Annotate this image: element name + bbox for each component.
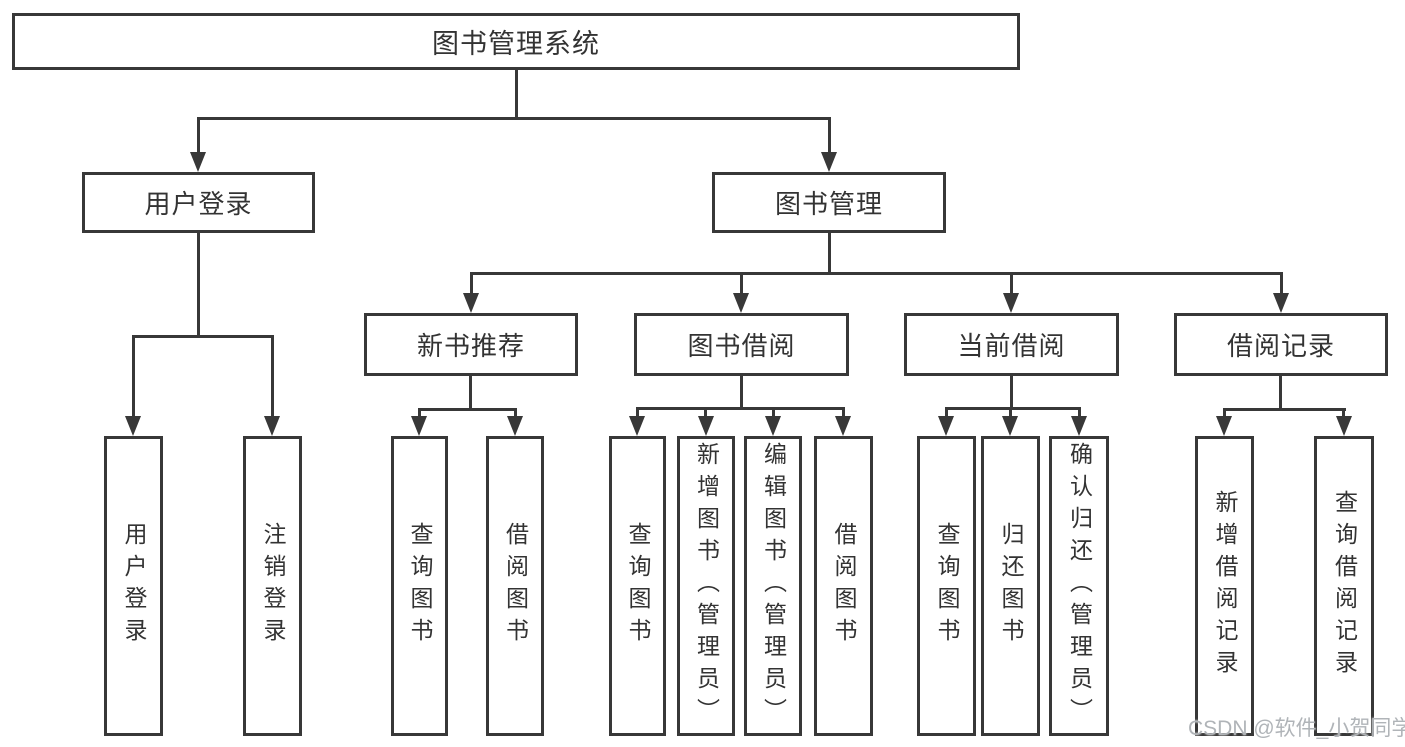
node-book-management: 图书管理 xyxy=(712,172,946,233)
connector-line-v xyxy=(704,407,707,418)
connector-line-h xyxy=(945,407,1081,410)
connector-line-v xyxy=(636,407,639,418)
node-user-login-label: 用户登录 xyxy=(144,189,253,219)
node-library-system: 图书管理系统 xyxy=(12,13,1020,70)
connector-line-v xyxy=(740,272,743,294)
connector-line-v xyxy=(1009,407,1012,418)
arrowhead-down xyxy=(835,416,851,436)
arrowhead-down xyxy=(1216,416,1232,436)
leaf-query-books-borrow: 查询图书 xyxy=(609,436,666,736)
arrowhead-down xyxy=(1002,416,1018,436)
connector-line-h xyxy=(1223,408,1346,411)
arrowhead-down xyxy=(1336,416,1352,436)
leaf-add-book-admin: 新增图书（管理员） xyxy=(677,436,735,736)
csdn-watermark: CSDN @软件_小贺同学 xyxy=(1188,717,1405,740)
connector-line-v xyxy=(1078,407,1081,418)
arrowhead-down xyxy=(264,416,280,436)
arrowhead-down xyxy=(125,416,141,436)
connector-line-v xyxy=(1010,272,1013,294)
connector-line-v xyxy=(469,376,472,408)
leaf-query-borrow-record-label: 查询借阅记录 xyxy=(1331,490,1358,682)
leaf-query-books-current: 查询图书 xyxy=(917,436,976,736)
arrowhead-down xyxy=(463,293,479,313)
connector-line-v xyxy=(1010,376,1013,407)
connector-line-h xyxy=(132,335,274,338)
node-book-borrow-label: 图书借阅 xyxy=(687,331,796,361)
arrowhead-down xyxy=(765,416,781,436)
leaf-add-borrow-record-label: 新增借阅记录 xyxy=(1212,490,1238,682)
arrowhead-down xyxy=(629,416,645,436)
connector-line-v xyxy=(842,407,845,418)
leaf-query-borrow-record: 查询借阅记录 xyxy=(1314,436,1374,736)
leaf-add-book-admin-label: 新增图书（管理员） xyxy=(693,442,720,730)
leaf-confirm-return-admin-label: 确认归还（管理员） xyxy=(1066,442,1093,730)
leaf-user-login: 用户登录 xyxy=(104,436,163,736)
connector-line-v xyxy=(1280,272,1283,294)
node-user-login: 用户登录 xyxy=(82,172,315,233)
leaf-query-books-recommend: 查询图书 xyxy=(391,436,448,736)
leaf-query-books-recommend-label: 查询图书 xyxy=(407,522,433,650)
leaf-borrow-books-recommend-label: 借阅图书 xyxy=(502,522,529,650)
leaf-borrow-books-recommend: 借阅图书 xyxy=(486,436,544,736)
arrowhead-down xyxy=(1003,293,1019,313)
leaf-return-book: 归还图书 xyxy=(981,436,1040,736)
arrowhead-down xyxy=(190,152,206,172)
leaf-logout: 注销登录 xyxy=(243,436,302,736)
connector-line-v xyxy=(515,68,518,117)
leaf-confirm-return-admin: 确认归还（管理员） xyxy=(1049,436,1109,736)
leaf-edit-book-admin: 编辑图书（管理员） xyxy=(744,436,802,736)
node-current-borrow-label: 当前借阅 xyxy=(957,331,1066,361)
node-book-management-label: 图书管理 xyxy=(774,189,883,219)
connector-line-v xyxy=(828,117,831,153)
arrowhead-down xyxy=(1273,293,1289,313)
connector-line-v xyxy=(418,408,421,418)
leaf-query-books-borrow-label: 查询图书 xyxy=(625,522,651,650)
node-new-book-recommend-label: 新书推荐 xyxy=(416,331,525,361)
connector-line-v xyxy=(271,335,274,417)
arrowhead-down xyxy=(411,416,427,436)
leaf-return-book-label: 归还图书 xyxy=(998,522,1024,650)
leaf-borrow-books-label: 借阅图书 xyxy=(831,522,857,650)
connector-line-h xyxy=(636,407,845,410)
leaf-edit-book-admin-label: 编辑图书（管理员） xyxy=(760,442,787,730)
node-new-book-recommend: 新书推荐 xyxy=(364,313,578,376)
leaf-query-books-current-label: 查询图书 xyxy=(934,522,960,650)
leaf-borrow-books: 借阅图书 xyxy=(814,436,873,736)
arrowhead-down xyxy=(733,293,749,313)
connector-line-v xyxy=(772,407,775,418)
connector-line-v xyxy=(1279,376,1282,408)
arrowhead-down xyxy=(938,416,954,436)
connector-line-h xyxy=(470,272,1283,275)
connector-line-h xyxy=(197,117,831,120)
node-current-borrow: 当前借阅 xyxy=(904,313,1119,376)
leaf-logout-label: 注销登录 xyxy=(260,522,286,650)
connector-line-v xyxy=(1223,408,1226,418)
connector-line-v xyxy=(470,272,473,294)
connector-line-v xyxy=(945,407,948,418)
arrowhead-down xyxy=(1071,416,1087,436)
connector-line-v xyxy=(740,376,743,407)
connector-line-h xyxy=(418,408,517,411)
node-library-system-label: 图书管理系统 xyxy=(432,29,600,59)
connector-line-v xyxy=(197,233,200,335)
leaf-user-login-label: 用户登录 xyxy=(121,522,147,650)
arrowhead-down xyxy=(507,416,523,436)
connector-line-v xyxy=(132,335,135,417)
node-book-borrow: 图书借阅 xyxy=(634,313,849,376)
connector-line-v xyxy=(514,408,517,418)
leaf-add-borrow-record: 新增借阅记录 xyxy=(1195,436,1254,736)
node-borrow-records-label: 借阅记录 xyxy=(1226,331,1335,361)
node-borrow-records: 借阅记录 xyxy=(1174,313,1388,376)
connector-line-v xyxy=(1342,408,1345,418)
connector-line-v xyxy=(197,117,200,153)
arrowhead-down xyxy=(698,416,714,436)
connector-line-v xyxy=(828,233,831,272)
arrowhead-down xyxy=(821,152,837,172)
